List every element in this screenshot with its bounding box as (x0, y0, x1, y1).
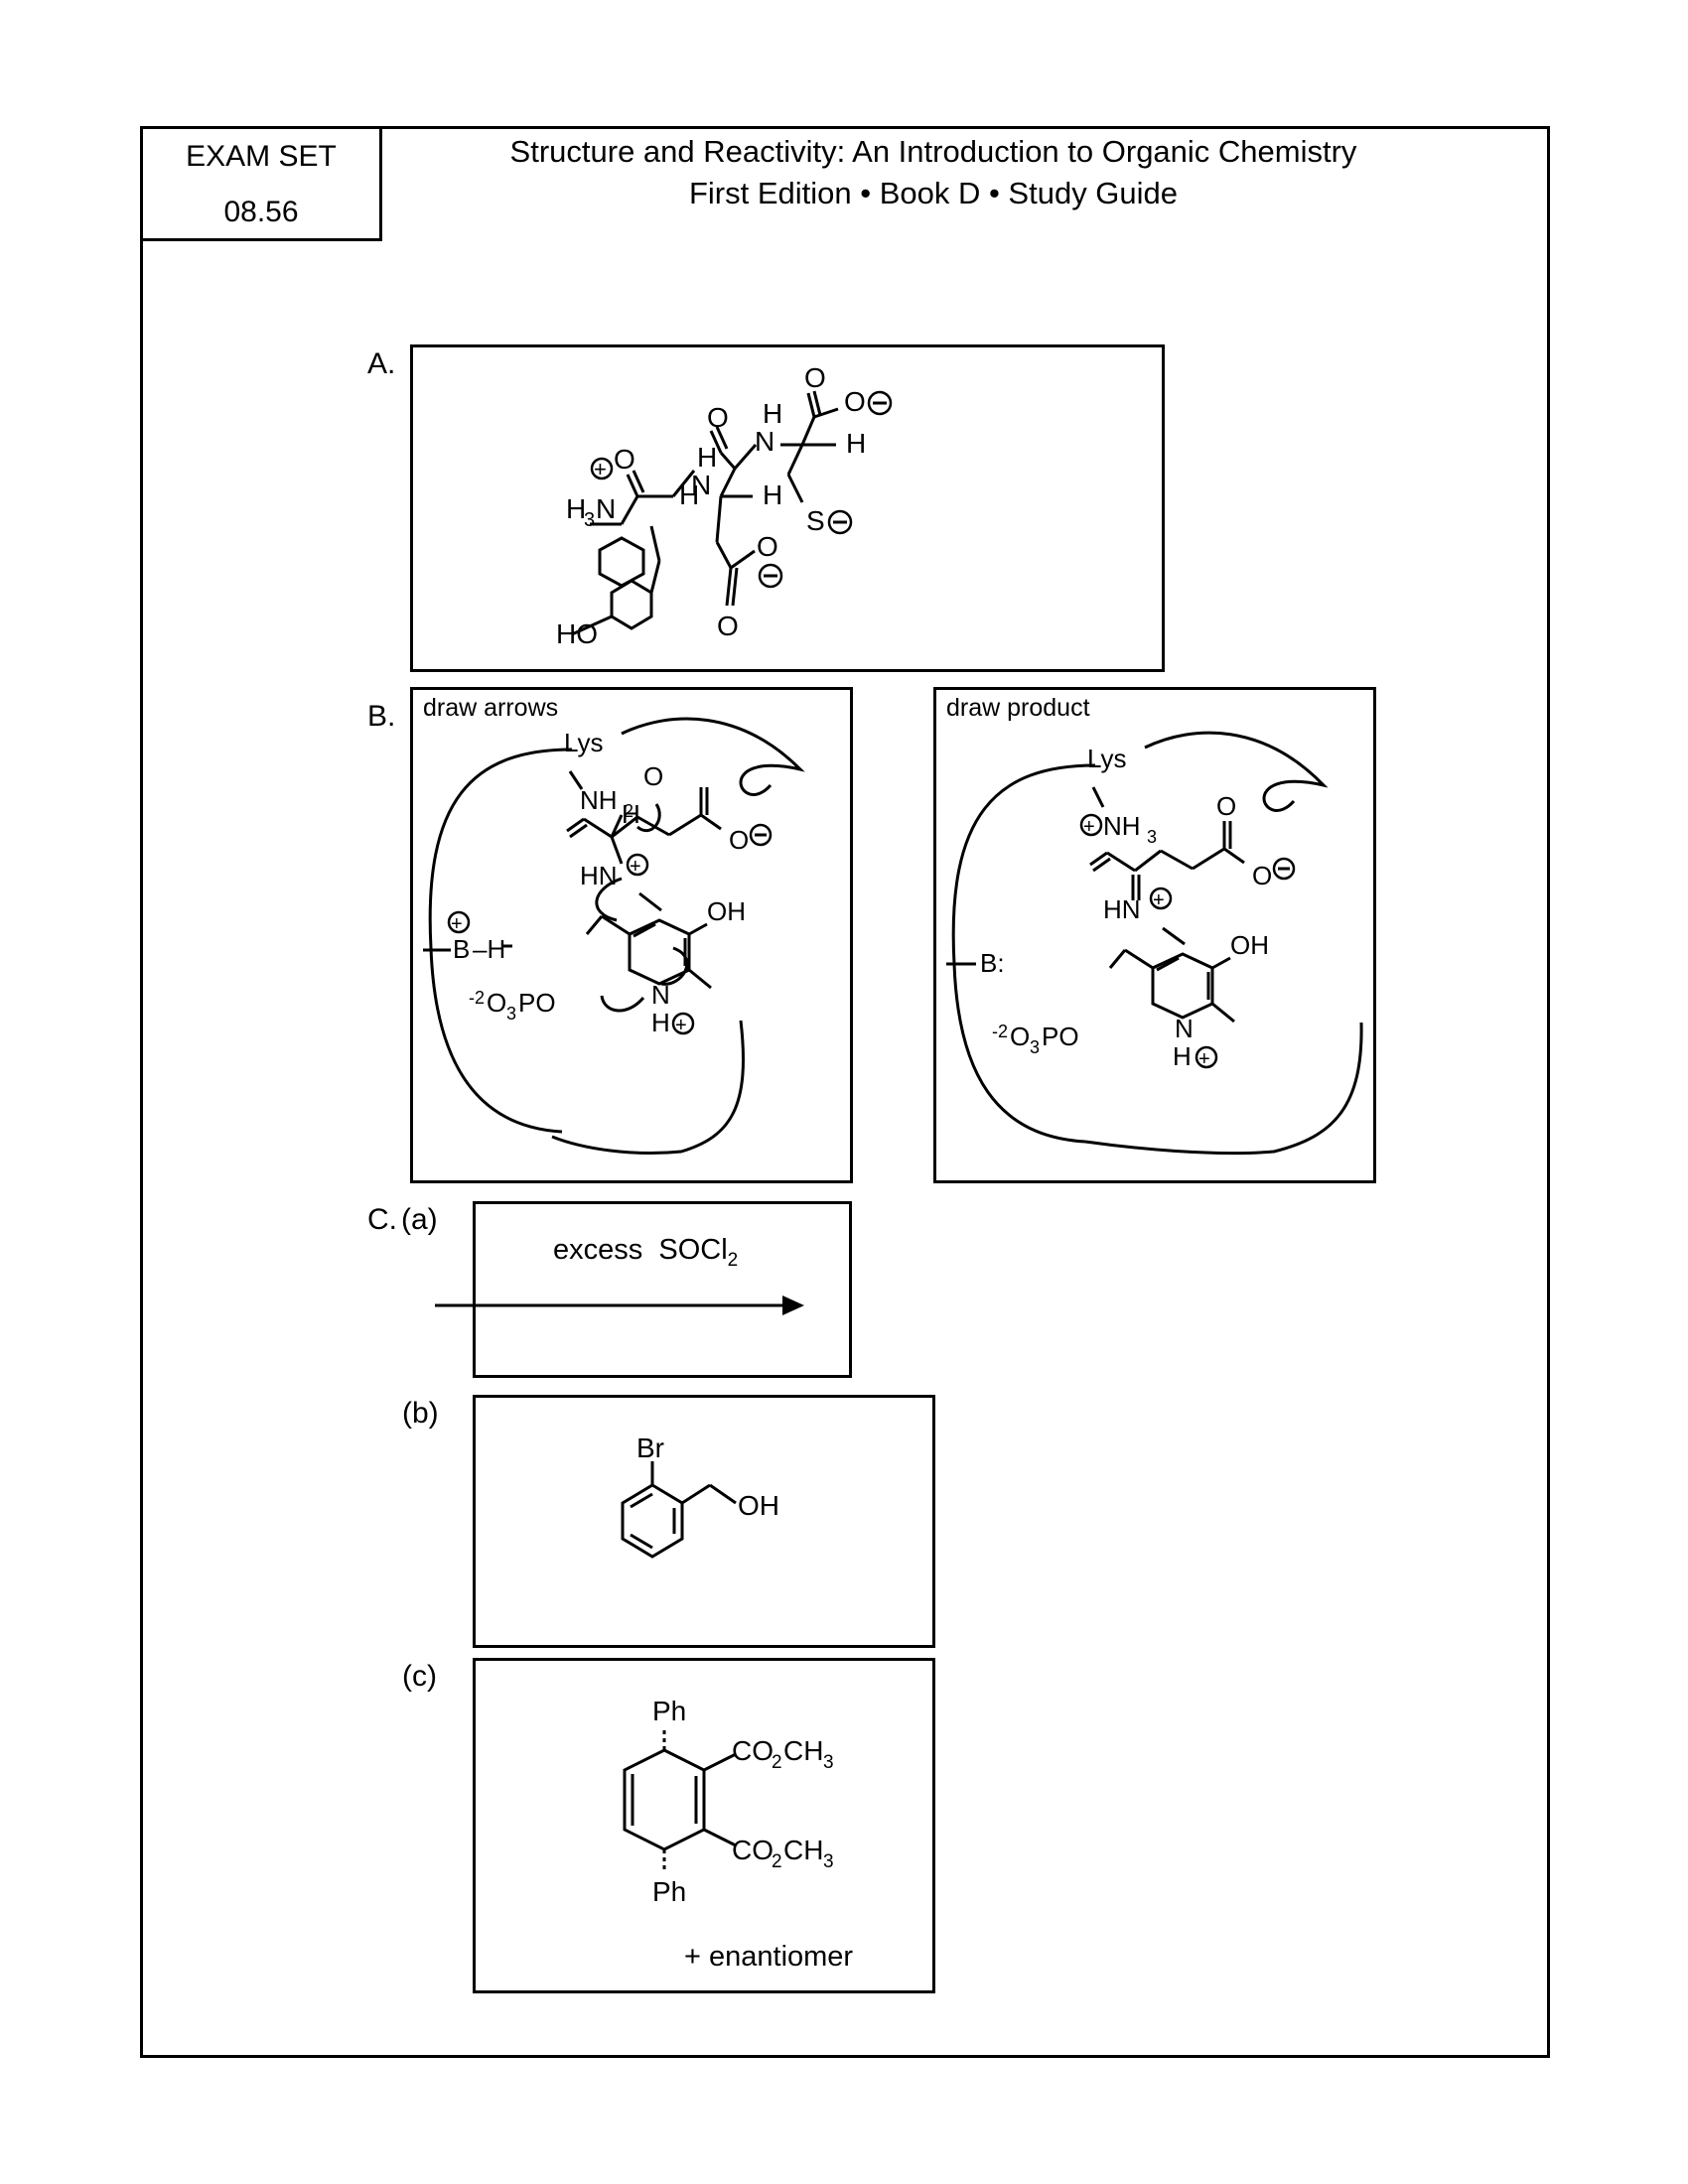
part-b-product-box[interactable]: draw product (933, 687, 1376, 1183)
part-a-label: A. (367, 347, 396, 380)
svg-text:-2: -2 (469, 988, 485, 1008)
svg-text:B:: B: (980, 948, 1005, 978)
svg-text:3: 3 (1147, 827, 1157, 847)
svg-text:+: + (594, 457, 607, 481)
svg-text:N: N (651, 980, 670, 1010)
svg-text:O: O (844, 386, 866, 417)
svg-text:H: H (697, 442, 717, 473)
svg-text:3: 3 (823, 1851, 834, 1872)
svg-text:PO: PO (1042, 1022, 1079, 1051)
svg-text:3: 3 (584, 509, 595, 531)
svg-text:H: H (566, 493, 586, 524)
svg-text:3: 3 (506, 1004, 516, 1024)
svg-text:OH: OH (1230, 930, 1269, 960)
svg-text:N: N (1175, 1014, 1194, 1043)
part-c-a-label: (a) (401, 1203, 438, 1236)
part-b-label: B. (367, 700, 396, 733)
part-b-arrows-box[interactable]: draw arrows (410, 687, 853, 1183)
reaction-arrow (435, 1296, 804, 1315)
page-title: Structure and Reactivity: An Introductio… (417, 131, 1450, 214)
svg-text:CO: CO (732, 1835, 774, 1865)
svg-text:HN: HN (1103, 894, 1141, 924)
svg-text:Ph: Ph (652, 1696, 686, 1726)
svg-text:–H: –H (473, 934, 505, 964)
svg-text:NH: NH (1103, 811, 1141, 841)
svg-text:HO: HO (556, 618, 598, 649)
svg-text:CH: CH (783, 1735, 823, 1766)
exam-set-number: 08.56 (223, 196, 299, 228)
svg-text:S: S (806, 505, 825, 536)
svg-text:N: N (755, 426, 774, 457)
svg-text:Ph: Ph (652, 1876, 686, 1907)
part-c-b-label: (b) (402, 1397, 439, 1430)
svg-text:3: 3 (823, 1752, 834, 1773)
svg-text:O: O (804, 362, 826, 393)
draw-arrows-caption: draw arrows (423, 694, 559, 722)
svg-text:-2: -2 (992, 1022, 1008, 1041)
reagent-subscript: 2 (727, 1249, 739, 1271)
svg-text:2: 2 (624, 801, 633, 821)
svg-text:+: + (451, 913, 463, 935)
svg-text:Lys: Lys (564, 728, 604, 757)
svg-text:3: 3 (1030, 1037, 1040, 1057)
draw-product-caption: draw product (946, 694, 1090, 722)
part-c-c-label: (c) (402, 1660, 437, 1693)
svg-text:H: H (1173, 1041, 1192, 1071)
svg-text:N: N (691, 470, 711, 500)
svg-text:O: O (707, 402, 729, 433)
svg-text:O: O (1010, 1022, 1030, 1051)
svg-text:CO: CO (732, 1735, 774, 1766)
svg-text:+: + (630, 856, 641, 878)
part-c-b-box: Br OH (473, 1395, 935, 1648)
svg-text:O: O (717, 611, 739, 641)
svg-text:2: 2 (772, 1752, 782, 1773)
svg-text:+: + (675, 1015, 687, 1036)
svg-text:O: O (487, 988, 506, 1018)
part-c-a-box[interactable]: excess SOCl2 (473, 1201, 852, 1378)
svg-text:Lys: Lys (1087, 744, 1127, 773)
svg-text:O: O (1216, 791, 1236, 821)
svg-text:N: N (596, 493, 616, 524)
part-c-letter: C. (367, 1203, 397, 1236)
svg-text:PO: PO (518, 988, 556, 1018)
reagent-text: excess SOCl (553, 1234, 728, 1266)
svg-text:2: 2 (772, 1851, 782, 1872)
svg-text:+: + (1153, 889, 1165, 911)
svg-text:O: O (1252, 861, 1272, 890)
svg-text:CH: CH (783, 1835, 823, 1865)
title-line-2: First Edition • Book D • Study Guide (688, 176, 1179, 210)
svg-text:O: O (729, 825, 749, 855)
svg-text:H: H (651, 1008, 670, 1037)
exam-set-tag: EXAM SET 08.56 (140, 126, 382, 241)
bromobenzyl-alcohol-structure: Br OH (621, 1433, 779, 1559)
svg-text:H: H (622, 799, 640, 829)
svg-text:HN: HN (580, 861, 618, 890)
title-line-1: Structure and Reactivity: An Introductio… (509, 134, 1357, 169)
svg-text:OH: OH (738, 1490, 779, 1521)
svg-text:+: + (1083, 816, 1095, 838)
svg-text:OH: OH (707, 896, 746, 926)
svg-text:+: + (1198, 1048, 1210, 1070)
page-frame (140, 126, 1550, 2058)
svg-text:NH: NH (580, 785, 618, 815)
svg-text:B: B (453, 934, 470, 964)
svg-text:O: O (643, 761, 663, 791)
svg-text:H: H (846, 428, 866, 459)
svg-text:Br: Br (636, 1433, 664, 1463)
reagent-label: excess SOCl2 (553, 1234, 738, 1272)
svg-text:H: H (763, 479, 782, 510)
svg-text:O: O (757, 531, 778, 562)
svg-text:H: H (763, 398, 782, 429)
exam-set-label: EXAM SET (186, 140, 337, 173)
svg-text:H: H (679, 479, 699, 510)
part-c-label: C.(a) (367, 1203, 438, 1237)
svg-text:O: O (614, 444, 635, 475)
enantiomer-note: + enantiomer (684, 1941, 854, 1973)
